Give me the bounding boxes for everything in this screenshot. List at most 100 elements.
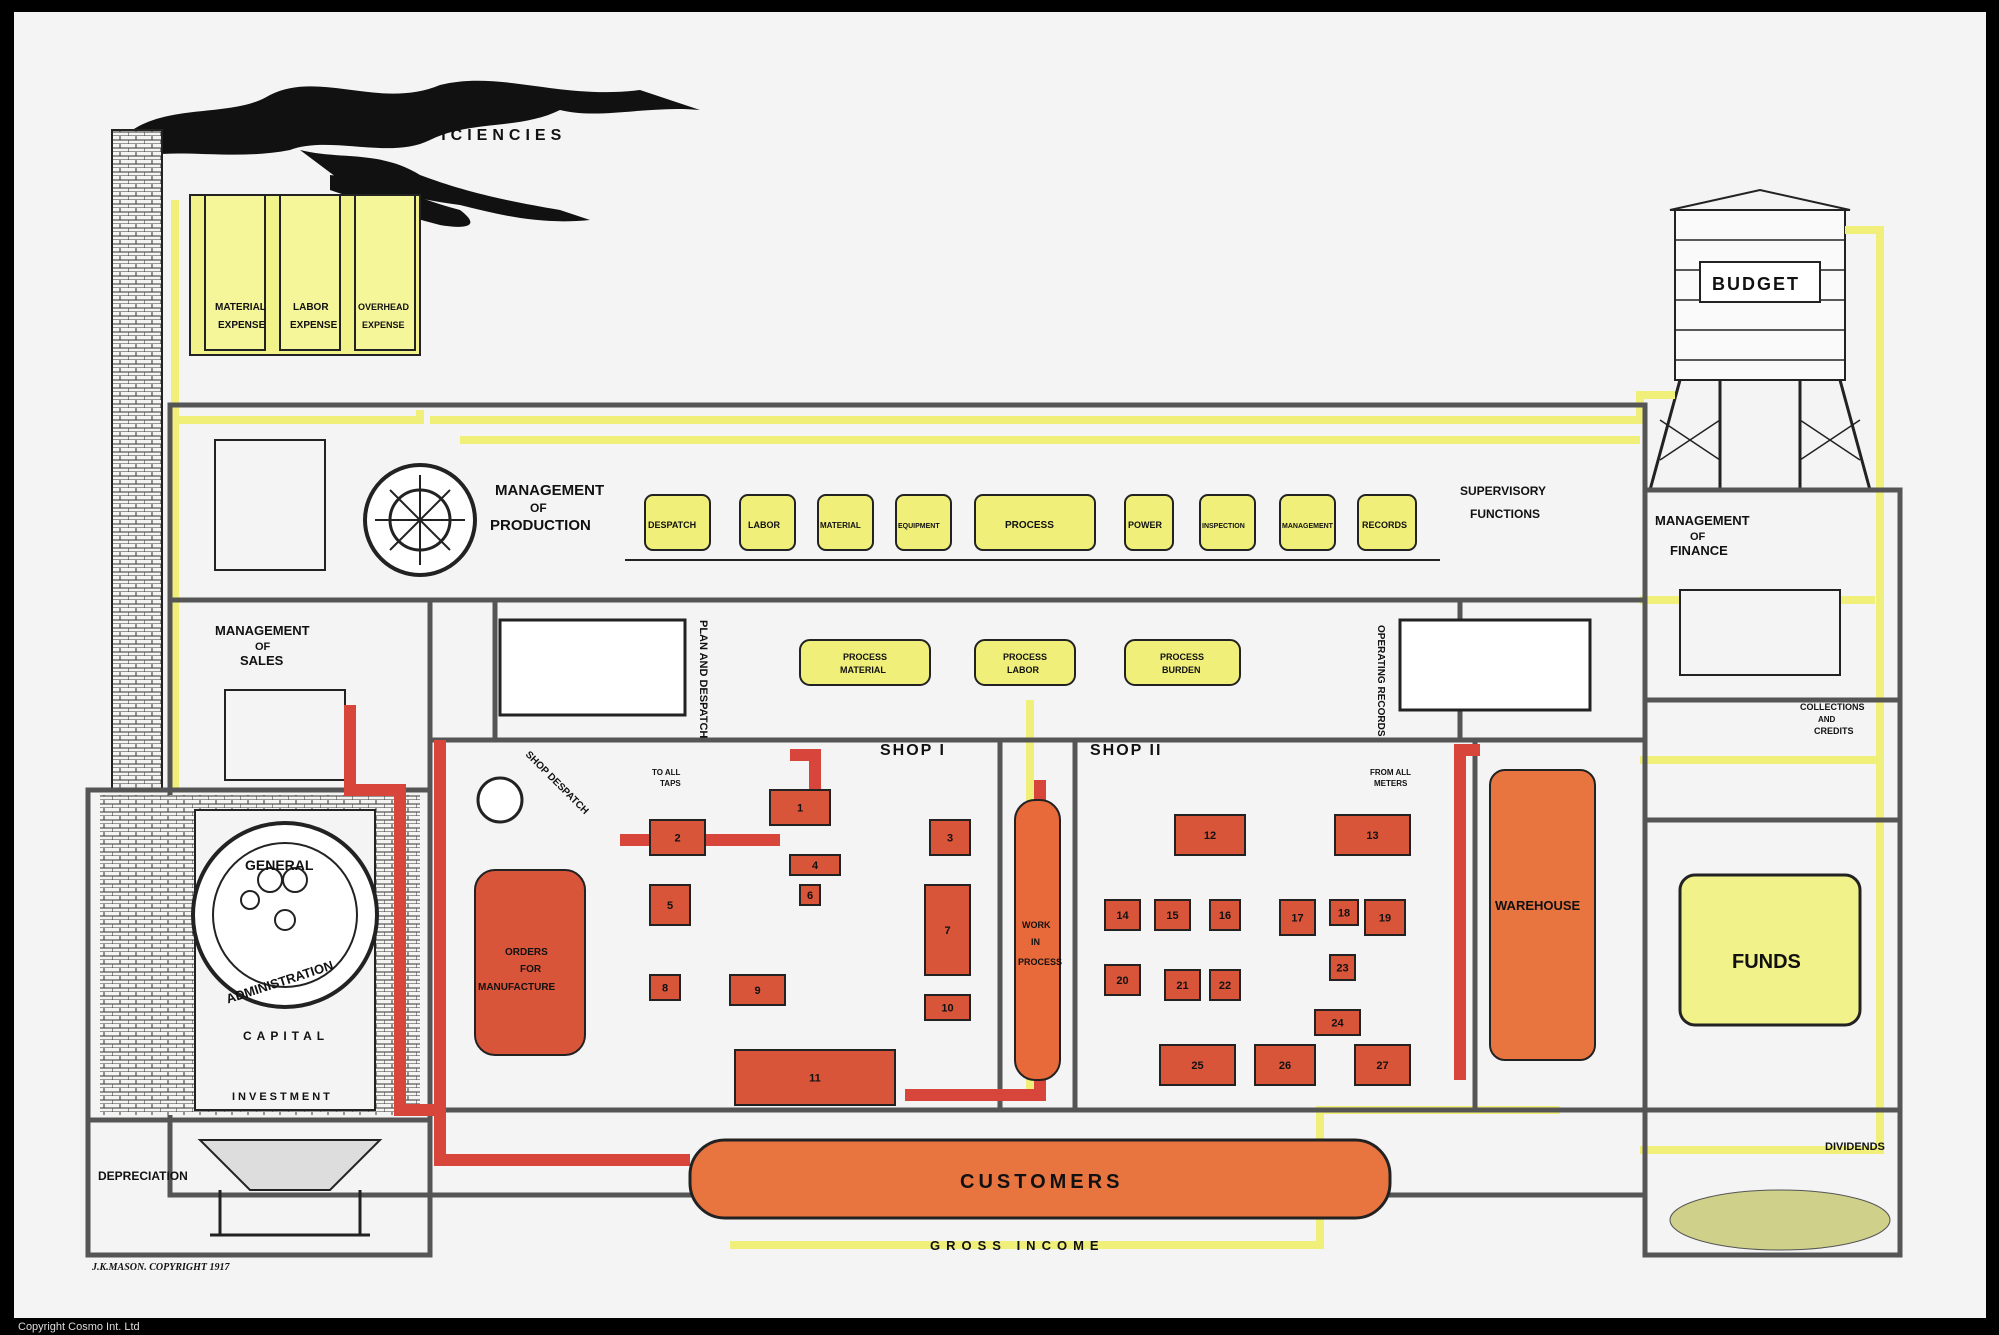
shop1-machine-label-11: 11 [809,1073,821,1085]
dividends-pile [1669,1189,1891,1251]
to-all-taps-1: TO ALL [652,768,681,777]
warehouse-tank [1489,769,1596,1061]
expense-tanks: MATERIAL EXPENSE LABOR EXPENSE OVERHEAD … [189,194,421,356]
shop1-machine-3 [929,819,971,856]
shop2-machine-22 [1209,969,1241,1001]
finance-machine [1679,589,1841,676]
shop2-machine-label-27: 27 [1376,1060,1388,1072]
shop1-machine-label-7: 7 [944,925,950,937]
boiler: GENERAL ADMINISTRATION CAPITAL INVESTMEN… [98,795,420,1237]
tank-records: RECORDS [1362,520,1407,530]
mgmt-sales-line2: OF [255,641,271,653]
shop1-machine-2 [649,819,706,856]
shop2-machine-label-12: 12 [1204,830,1216,842]
tank-equipment: EQUIPMENT [898,523,940,530]
collections-line1: COLLECTIONS [1800,702,1865,712]
tank-material: MATERIAL [820,521,861,530]
function-tanks: DESPATCH LABOR MATERIAL EQUIPMENT PROCES… [625,494,1440,561]
from-all-meters-1: FROM ALL [1370,768,1411,777]
shop1-machine-10 [924,994,971,1021]
material-expense-label-2: EXPENSE [218,320,266,331]
material-expense-label: MATERIAL [215,302,266,313]
shop1-machine-label-3: 3 [947,833,953,845]
mgmt-finance-line2: OF [1690,531,1706,543]
chimney [111,129,163,791]
shop1-label: SHOP I [880,742,946,759]
plan-despatch-label: PLAN AND DESPATCH [697,620,709,738]
pt-burden-2: BURDEN [1162,665,1201,675]
mgmt-sales-line1: MANAGEMENT [215,623,310,638]
shop2-machine-label-22: 22 [1219,980,1231,992]
shop1-machine-label-9: 9 [754,985,760,997]
shop2-machine-16 [1209,899,1241,931]
shop2-machine-label-19: 19 [1379,913,1391,925]
shop1-machine-label-5: 5 [667,900,673,912]
collections-line2: AND [1818,715,1836,724]
general-label: GENERAL [245,857,314,873]
shop2-machine-18 [1329,899,1359,926]
pt-labor-2: LABOR [1007,665,1039,675]
wip-line3: PROCESS [1018,957,1062,967]
wip-line1: WORK [1022,920,1051,930]
tank-labor: LABOR [748,520,780,530]
shop2-label: SHOP II [1090,742,1162,759]
orders-line3: MANUFACTURE [478,982,556,993]
depreciation-label: DEPRECIATION [98,1169,188,1183]
supervisory-line2: FUNCTIONS [1470,507,1540,521]
shop2-machine-13 [1334,814,1411,856]
supervisory-line1: SUPERVISORY [1460,484,1546,498]
labor-expense-label: LABOR [293,302,329,313]
tank-despatch: DESPATCH [648,520,696,530]
signature: J.K.MASON. COPYRIGHT 1917 [91,1262,231,1273]
gross-income-label: GROSS INCOME [930,1238,1105,1253]
shop1-machine-label-4: 4 [812,860,819,872]
shop2-machine-23 [1329,954,1356,981]
shop1-machine-11 [734,1049,896,1106]
shop2-machine-label-23: 23 [1336,963,1348,975]
pt-labor-1: PROCESS [1003,652,1047,662]
dividends-label: DIVIDENDS [1825,1141,1885,1153]
shop2-machine-label-13: 13 [1366,830,1378,842]
budget-label: BUDGET [1712,274,1800,294]
shop1-machine-1 [769,789,831,826]
tank-process: PROCESS [1005,520,1054,531]
pt-material-2: MATERIAL [840,665,886,675]
overhead-expense-label-2: EXPENSE [362,320,405,330]
investment-label: INVESTMENT [232,1091,333,1103]
shop2-machine-label-15: 15 [1166,910,1178,922]
production-engine: MANAGEMENT OF PRODUCTION [214,439,604,577]
shop2-machine-label-26: 26 [1279,1060,1291,1072]
overhead-expense-label: OVERHEAD [358,302,410,312]
to-all-taps-2: TAPS [660,779,681,788]
orders-tank [474,869,586,1056]
copyright: Copyright Cosmo Int. Ltd [18,1321,140,1333]
shop1-machine-6 [799,884,821,906]
from-all-meters-2: METERS [1374,779,1408,788]
shop2-machine-label-14: 14 [1116,910,1129,922]
shop1-machine-9 [729,974,786,1006]
shop2-machine-label-18: 18 [1338,908,1350,920]
collections-line3: CREDITS [1814,726,1854,736]
mgmt-production-line2: OF [530,501,547,515]
tank-inspection: INSPECTION [1202,523,1245,530]
orders-line2: FOR [520,964,542,975]
shop2-machine-25 [1159,1044,1236,1086]
work-in-process-tank [1014,799,1061,1081]
shop1-machine-8 [649,974,681,1001]
pt-material-1: PROCESS [843,652,887,662]
shop-despatch-wheel [476,776,524,824]
shop2-machine-label-21: 21 [1176,980,1188,992]
shop2-machine-17 [1279,899,1316,936]
shop1-machine-label-10: 10 [941,1003,953,1015]
tank-management: MANAGEMENT [1282,523,1334,530]
capital-label: CAPITAL [243,1029,329,1043]
mgmt-finance-line1: MANAGEMENT [1655,513,1750,528]
labor-expense-label-2: EXPENSE [290,320,338,331]
pt-burden-1: PROCESS [1160,652,1204,662]
shop2-machine-label-17: 17 [1291,913,1303,925]
funds-tank [1678,873,1862,1027]
shop2-machine-12 [1174,814,1246,856]
shop2-machine-20 [1104,964,1141,996]
shop2-machine-label-24: 24 [1331,1018,1344,1030]
